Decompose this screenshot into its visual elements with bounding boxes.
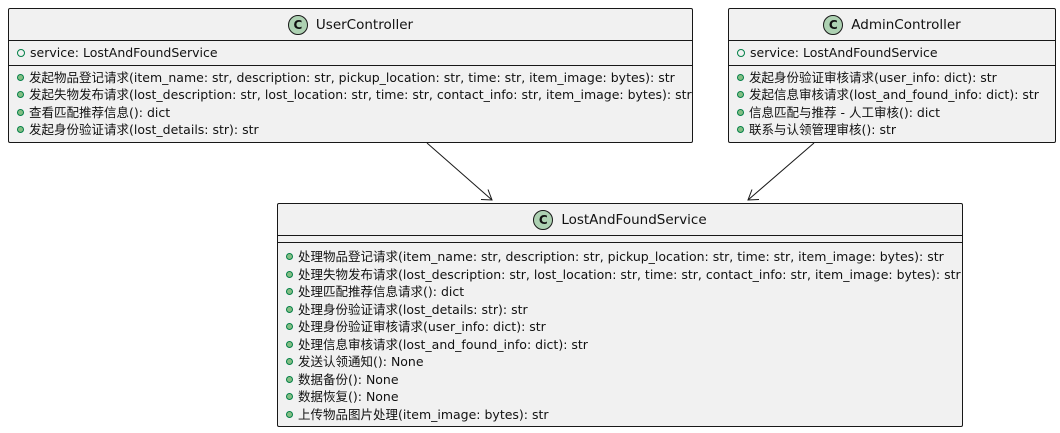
public-method-icon — [286, 375, 293, 383]
public-method-icon — [17, 73, 24, 81]
method-row: 发起身份验证请求(lost_details: str): str — [9, 121, 692, 139]
class-header: C LostAndFoundService — [278, 204, 962, 236]
attribute-row: service: LostAndFoundService — [729, 44, 1055, 62]
class-header: C UserController — [9, 9, 692, 41]
arrow-user-to-service — [426, 142, 493, 201]
attributes-section: service: LostAndFoundService — [729, 41, 1055, 66]
class-header: C AdminController — [729, 9, 1055, 41]
method-text: 处理失物发布请求(lost_description: str, lost_loc… — [298, 266, 961, 282]
public-method-icon — [286, 340, 293, 348]
class-lost-and-found-service: C LostAndFoundService 处理物品登记请求(item_name… — [277, 203, 963, 427]
method-text: 发起失物发布请求(lost_description: str, lost_loc… — [29, 87, 692, 102]
public-method-icon — [17, 126, 24, 134]
method-text: 上传物品图片处理(item_image: bytes): str — [298, 406, 549, 422]
public-method-icon — [17, 108, 24, 116]
method-row: 发起信息审核请求(lost_and_found_info: dict): str — [729, 86, 1055, 104]
attributes-section — [278, 236, 962, 243]
public-method-icon — [286, 305, 293, 313]
method-text: 处理信息审核请求(lost_and_found_info: dict): str — [298, 336, 588, 352]
method-text: 处理身份验证审核请求(user_info: dict): str — [298, 319, 546, 334]
method-text: 处理匹配推荐信息请求(): dict — [298, 284, 465, 299]
attribute-text: service: LostAndFoundService — [30, 45, 218, 60]
method-row: 处理信息审核请求(lost_and_found_info: dict): str — [278, 336, 962, 354]
public-method-icon — [286, 270, 293, 278]
method-row: 数据备份(): None — [278, 371, 962, 389]
arrow-admin-to-service — [747, 142, 815, 201]
method-text: 联系与认领管理审核(): str — [749, 122, 896, 137]
public-method-icon — [286, 410, 293, 418]
public-field-icon — [737, 48, 745, 57]
public-method-icon — [286, 358, 293, 366]
method-row: 数据恢复(): None — [278, 388, 962, 406]
methods-section: 发起物品登记请求(item_name: str, description: st… — [9, 66, 692, 142]
method-row: 上传物品图片处理(item_image: bytes): str — [278, 406, 962, 424]
method-row: 联系与认领管理审核(): str — [729, 121, 1055, 139]
class-name: AdminController — [851, 16, 961, 33]
method-text: 数据备份(): None — [298, 371, 399, 387]
methods-section: 处理物品登记请求(item_name: str, description: st… — [278, 243, 962, 426]
class-badge-icon: C — [533, 209, 554, 230]
method-row: 处理匹配推荐信息请求(): dict — [278, 283, 962, 301]
method-text: 数据恢复(): None — [298, 389, 399, 404]
public-method-icon — [286, 393, 293, 401]
class-badge-icon: C — [823, 14, 844, 35]
method-text: 信息匹配与推荐 - 人工审核(): dict — [749, 104, 941, 120]
public-field-icon — [17, 48, 25, 57]
method-row: 处理失物发布请求(lost_description: str, lost_loc… — [278, 266, 962, 284]
method-row: 处理物品登记请求(item_name: str, description: st… — [278, 248, 962, 266]
public-method-icon — [17, 91, 24, 99]
public-method-icon — [737, 91, 744, 99]
public-method-icon — [286, 323, 293, 331]
method-text: 发起身份验证请求(lost_details: str): str — [29, 122, 259, 137]
method-text: 发起物品登记请求(item_name: str, description: st… — [29, 69, 675, 85]
method-text: 处理身份验证请求(lost_details: str): str — [298, 301, 528, 317]
method-text: 发起信息审核请求(lost_and_found_info: dict): str — [749, 87, 1039, 102]
method-text: 发送认领通知(): None — [298, 354, 424, 369]
method-row: 发起物品登记请求(item_name: str, description: st… — [9, 69, 692, 87]
method-row: 查看匹配推荐信息(): dict — [9, 104, 692, 122]
method-text: 查看匹配推荐信息(): dict — [29, 104, 171, 120]
class-name: UserController — [315, 16, 414, 33]
method-text: 处理物品登记请求(item_name: str, description: st… — [298, 249, 944, 264]
method-row: 发起身份验证审核请求(user_info: dict): str — [729, 69, 1055, 87]
method-row: 处理身份验证请求(lost_details: str): str — [278, 301, 962, 319]
attribute-text: service: LostAndFoundService — [750, 45, 938, 60]
public-method-icon — [737, 108, 744, 116]
attribute-row: service: LostAndFoundService — [9, 44, 692, 62]
public-method-icon — [737, 126, 744, 134]
public-method-icon — [737, 73, 744, 81]
public-method-icon — [286, 253, 293, 261]
class-user-controller: C UserController service: LostAndFoundSe… — [8, 8, 693, 143]
method-row: 发起失物发布请求(lost_description: str, lost_loc… — [9, 86, 692, 104]
method-row: 信息匹配与推荐 - 人工审核(): dict — [729, 104, 1055, 122]
method-row: 处理身份验证审核请求(user_info: dict): str — [278, 318, 962, 336]
attributes-section: service: LostAndFoundService — [9, 41, 692, 66]
class-badge-icon: C — [287, 14, 308, 35]
class-name: LostAndFoundService — [561, 211, 707, 228]
method-text: 发起身份验证审核请求(user_info: dict): str — [749, 69, 997, 85]
class-admin-controller: C AdminController service: LostAndFoundS… — [728, 8, 1056, 143]
methods-section: 发起身份验证审核请求(user_info: dict): str 发起信息审核请… — [729, 66, 1055, 142]
method-row: 发送认领通知(): None — [278, 353, 962, 371]
public-method-icon — [286, 288, 293, 296]
